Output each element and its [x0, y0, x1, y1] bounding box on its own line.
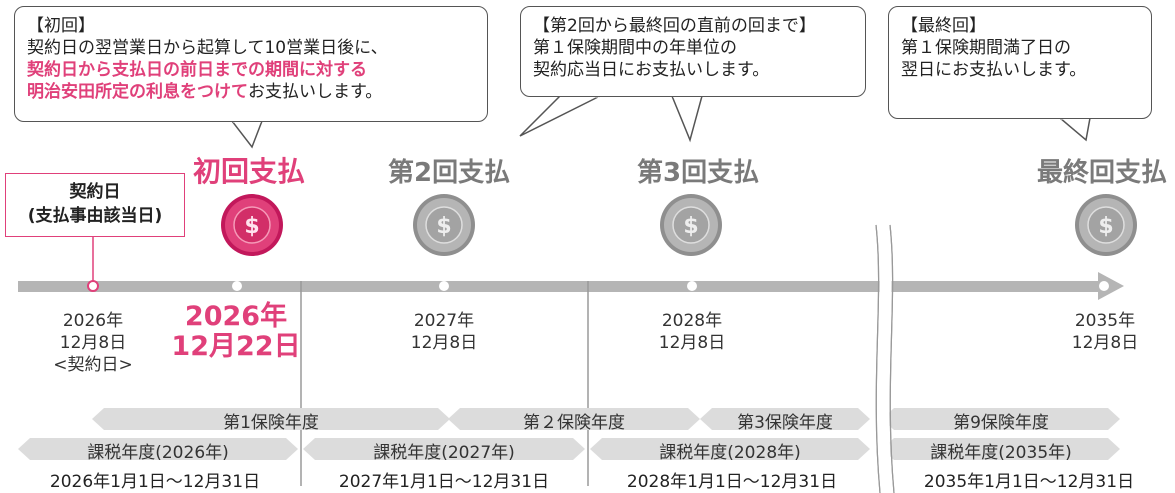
first-date-day: 12月22日 [171, 331, 301, 362]
second-date-day: 12月8日 [410, 333, 478, 353]
tax-year-2026: 課税年度(2026年) [87, 443, 229, 463]
last-date-day: 12月8日 [1071, 333, 1139, 353]
last-callout-title: 【最終回】 [901, 16, 986, 36]
svg-text:$: $ [1098, 214, 1113, 239]
last-payment-date: 2035年 12月8日 [1050, 310, 1160, 354]
contract-date-note: <契約日> [53, 355, 133, 375]
tax-year-2027: 課税年度(2027年) [373, 443, 515, 463]
contract-box-line1: 契約日 [69, 182, 121, 202]
first-callout-line1: 契約日の翌営業日から起算して10営業日後に、 [27, 38, 388, 58]
second-payment-label: 第2回支払 [388, 158, 511, 188]
first-callout-title: 【初回】 [27, 16, 95, 36]
first-payment-callout: 【初回】 契約日の翌営業日から起算して10営業日後に、 契約日から支払日の前日ま… [14, 6, 488, 122]
contract-date-box: 契約日 (支払事由該当日) [5, 173, 185, 237]
tax-year-2028: 課税年度(2028年) [659, 443, 801, 463]
svg-text:$: $ [683, 214, 698, 239]
period-2035: 2035年1月1日～12月31日 [923, 472, 1135, 492]
third-date-year: 2028年 [661, 311, 723, 331]
third-payment-coin-icon: $ [660, 194, 722, 256]
third-payment-date: 2028年 12月8日 [642, 310, 742, 354]
third-date-day: 12月8日 [658, 333, 726, 353]
first-date-year: 2026年 [184, 301, 288, 332]
period-2026: 2026年1月1日～12月31日 [49, 472, 261, 492]
svg-text:$: $ [436, 214, 451, 239]
second-date-year: 2027年 [413, 311, 475, 331]
second-payment-coin-icon: $ [413, 194, 475, 256]
third-payment-label: 第3回支払 [637, 158, 760, 188]
first-callout-tail: お支払いします。 [248, 82, 383, 102]
contract-date-year: 2026年 [62, 311, 124, 331]
first-callout-highlight2: 明治安田所定の利息をつけて [27, 82, 248, 102]
last-payment-label: 最終回支払 [1037, 158, 1168, 188]
contract-box-line2: (支払事由該当日) [27, 206, 163, 226]
tax-year-2035: 課税年度(2035年) [930, 443, 1072, 463]
first-payment-label: 初回支払 [193, 155, 306, 188]
period-2028: 2028年1月1日～12月31日 [626, 472, 838, 492]
last-payment-coin-icon: $ [1075, 194, 1137, 256]
policy-year-9: 第9保険年度 [953, 413, 1049, 433]
first-callout-highlight1: 契約日から支払日の前日までの期間に対する [27, 60, 367, 80]
middle-callout-title: 【第2回から最終回の直前の回まで】 [533, 16, 816, 36]
contract-date-day: 12月8日 [59, 333, 127, 353]
policy-year-3: 第3保険年度 [737, 413, 833, 433]
first-payment-date: 2026年 12月22日 [168, 302, 304, 362]
last-callout-line2: 翌日にお支払いします。 [901, 60, 1087, 80]
last-date-year: 2035年 [1074, 311, 1136, 331]
first-payment-coin-icon: $ [221, 194, 283, 256]
svg-text:$: $ [244, 214, 259, 239]
last-callout-line1: 第１保険期間満了日の [901, 38, 1071, 58]
contract-date: 2026年 12月8日 <契約日> [40, 310, 146, 376]
middle-callout-line1: 第１保険期間中の年単位の [533, 38, 737, 58]
middle-callout-line2: 契約応当日にお支払いします。 [533, 60, 770, 80]
policy-year-1: 第1保険年度 [223, 413, 319, 433]
policy-year-2: 第２保険年度 [523, 413, 625, 433]
second-payment-date: 2027年 12月8日 [394, 310, 494, 354]
middle-payments-callout: 【第2回から最終回の直前の回まで】 第１保険期間中の年単位の 契約応当日にお支払… [520, 6, 866, 97]
period-2027: 2027年1月1日～12月31日 [338, 472, 550, 492]
last-payment-callout: 【最終回】 第１保険期間満了日の 翌日にお支払いします。 [888, 6, 1152, 119]
